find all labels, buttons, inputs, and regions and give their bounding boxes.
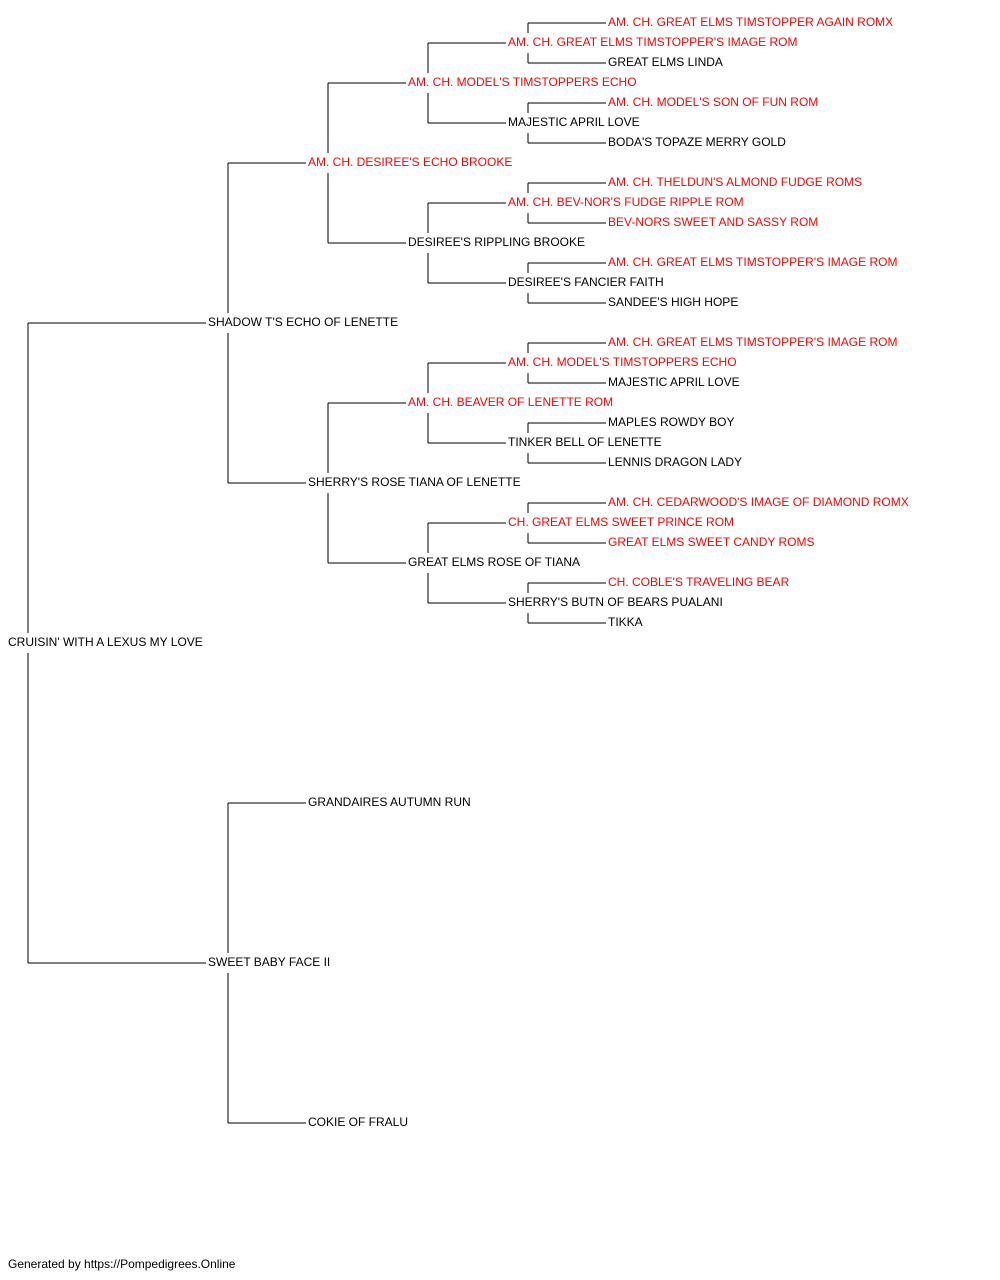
dog-name: AM. CH. DESIREE'S ECHO BROOKE: [308, 155, 512, 169]
footer-credit: Generated by https://Pompedigrees.Online: [8, 1257, 236, 1271]
dog-name: GREAT ELMS ROSE OF TIANA: [408, 555, 580, 569]
dog-name: AM. CH. MODEL'S TIMSTOPPERS ECHO: [408, 75, 637, 89]
dog-name: AM. CH. MODEL'S SON OF FUN ROM: [608, 95, 818, 109]
dog-name: SHERRY'S BUTN OF BEARS PUALANI: [508, 595, 723, 609]
dog-name: COKIE OF FRALU: [308, 1115, 408, 1129]
dog-name: SHADOW T'S ECHO OF LENETTE: [208, 315, 398, 329]
dog-name: DESIREE'S RIPPLING BROOKE: [408, 235, 585, 249]
dog-name: AM. CH. GREAT ELMS TIMSTOPPER AGAIN ROMX: [608, 15, 893, 29]
dog-name: AM. CH. CEDARWOOD'S IMAGE OF DIAMOND ROM…: [608, 495, 909, 509]
dog-name: TINKER BELL OF LENETTE: [508, 435, 662, 449]
dog-name: AM. CH. BEV-NOR'S FUDGE RIPPLE ROM: [508, 195, 744, 209]
dog-name: AM. CH. GREAT ELMS TIMSTOPPER'S IMAGE RO…: [608, 335, 897, 349]
dog-name: AM. CH. THELDUN'S ALMOND FUDGE ROMS: [608, 175, 862, 189]
dog-name: GREAT ELMS SWEET CANDY ROMS: [608, 535, 814, 549]
dog-name: DESIREE'S FANCIER FAITH: [508, 275, 664, 289]
dog-name: SWEET BABY FACE II: [208, 955, 330, 969]
dog-name: MAPLES ROWDY BOY: [608, 415, 734, 429]
dog-name: GREAT ELMS LINDA: [608, 55, 723, 69]
dog-name: AM. CH. GREAT ELMS TIMSTOPPER'S IMAGE RO…: [508, 35, 797, 49]
dog-name: TIKKA: [608, 615, 643, 629]
dog-name: SHERRY'S ROSE TIANA OF LENETTE: [308, 475, 521, 489]
dog-name: AM. CH. MODEL'S TIMSTOPPERS ECHO: [508, 355, 737, 369]
dog-name: AM. CH. BEAVER OF LENETTE ROM: [408, 395, 613, 409]
dog-name: BEV-NORS SWEET AND SASSY ROM: [608, 215, 818, 229]
dog-name: GRANDAIRES AUTUMN RUN: [308, 795, 471, 809]
dog-name: CRUISIN' WITH A LEXUS MY LOVE: [8, 635, 203, 649]
dog-name: MAJESTIC APRIL LOVE: [508, 115, 640, 129]
dog-name: CH. GREAT ELMS SWEET PRINCE ROM: [508, 515, 734, 529]
dog-name: LENNIS DRAGON LADY: [608, 455, 742, 469]
dog-name: BODA'S TOPAZE MERRY GOLD: [608, 135, 786, 149]
dog-name: MAJESTIC APRIL LOVE: [608, 375, 740, 389]
dog-name: SANDEE'S HIGH HOPE: [608, 295, 738, 309]
dog-name: AM. CH. GREAT ELMS TIMSTOPPER'S IMAGE RO…: [608, 255, 897, 269]
dog-name: CH. COBLE'S TRAVELING BEAR: [608, 575, 790, 589]
